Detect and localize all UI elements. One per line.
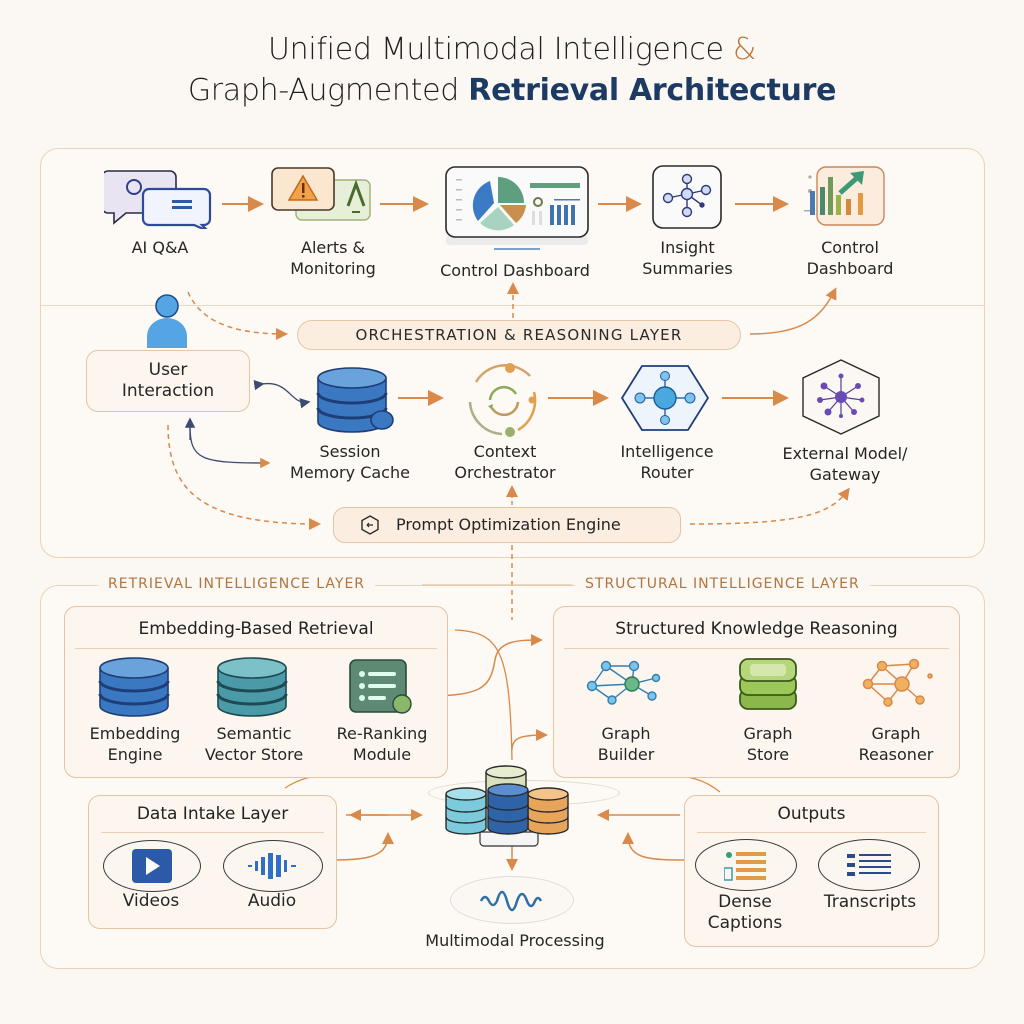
audio-node[interactable] bbox=[223, 840, 323, 892]
multimodal-db-cluster-icon bbox=[440, 762, 580, 854]
graph-store-stack-icon bbox=[736, 655, 800, 717]
vector-store-db-icon bbox=[214, 656, 294, 720]
divider bbox=[101, 832, 324, 833]
structural-layer-title: STRUCTURAL INTELLIGENCE LAYER bbox=[575, 576, 870, 592]
transcripts-node[interactable] bbox=[818, 839, 920, 891]
growth-chart-icon bbox=[800, 165, 886, 229]
reranking-list-icon bbox=[348, 658, 414, 716]
top-node-ai-qa-label: AI Q&A bbox=[131, 238, 189, 257]
structured-knowledge-title: Structured Knowledge Reasoning bbox=[615, 619, 898, 639]
outputs-title: Outputs bbox=[777, 804, 846, 824]
transcript-lines-icon bbox=[847, 854, 891, 876]
embedding-retrieval-title: Embedding-Based Retrieval bbox=[138, 619, 374, 639]
warning-alert-icon bbox=[270, 166, 374, 224]
multimodal-processing-label: Multimodal Processing bbox=[425, 931, 605, 950]
graph-reasoner-icon bbox=[858, 656, 938, 718]
orchestration-layer-pill: ORCHESTRATION & REASONING LAYER bbox=[297, 320, 741, 350]
top-node-alerts-label: Alerts &Monitoring bbox=[290, 238, 376, 278]
network-graph-icon bbox=[652, 165, 722, 229]
play-video-icon bbox=[132, 849, 172, 883]
prompt-engine-label: Prompt Optimization Engine bbox=[396, 515, 621, 534]
graph-builder-icon bbox=[582, 656, 672, 716]
title-line2: Graph-Augmented bbox=[187, 73, 460, 108]
database-icon bbox=[314, 364, 398, 436]
data-intake-title: Data Intake Layer bbox=[136, 804, 289, 824]
divider bbox=[564, 648, 949, 649]
divider bbox=[697, 832, 926, 833]
cycle-icon bbox=[462, 362, 546, 438]
hexagon-arrow-icon bbox=[361, 515, 379, 535]
router-hexagon-icon bbox=[620, 362, 710, 434]
title-line1: Unified Multimodal Intelligence bbox=[267, 32, 724, 67]
user-icon bbox=[143, 292, 191, 348]
retrieval-layer-title: RETRIEVAL INTELLIGENCE LAYER bbox=[98, 576, 376, 592]
page-subtitle: Graph-Augmented Retrieval Architecture bbox=[0, 73, 1024, 108]
audio-label: Audio bbox=[247, 891, 297, 911]
top-node-control-dashboard-label: Control Dashboard bbox=[440, 261, 590, 280]
chat-bubbles-icon bbox=[101, 167, 214, 233]
prompt-optimization-engine[interactable]: Prompt Optimization Engine bbox=[333, 507, 681, 543]
videos-label: Videos bbox=[122, 891, 180, 911]
signal-wave-icon bbox=[479, 890, 543, 912]
page-title: Unified Multimodal Intelligence & bbox=[0, 32, 1024, 67]
divider bbox=[75, 648, 437, 649]
transcripts-label: Transcripts bbox=[823, 892, 917, 912]
gateway-hexagon-icon bbox=[800, 358, 882, 436]
embedding-engine-db-icon bbox=[96, 656, 176, 720]
title-accent: Retrieval Architecture bbox=[468, 73, 837, 108]
monitor-dashboard-icon bbox=[444, 165, 590, 253]
videos-node[interactable] bbox=[103, 840, 201, 892]
external-gateway-label: External Model/Gateway bbox=[782, 444, 908, 484]
audio-waveform-icon bbox=[248, 853, 296, 879]
dense-captions-node[interactable] bbox=[695, 839, 797, 891]
captions-list-icon bbox=[724, 852, 766, 881]
title-ampersand: & bbox=[732, 32, 756, 67]
multimodal-wave-oval bbox=[450, 876, 574, 924]
